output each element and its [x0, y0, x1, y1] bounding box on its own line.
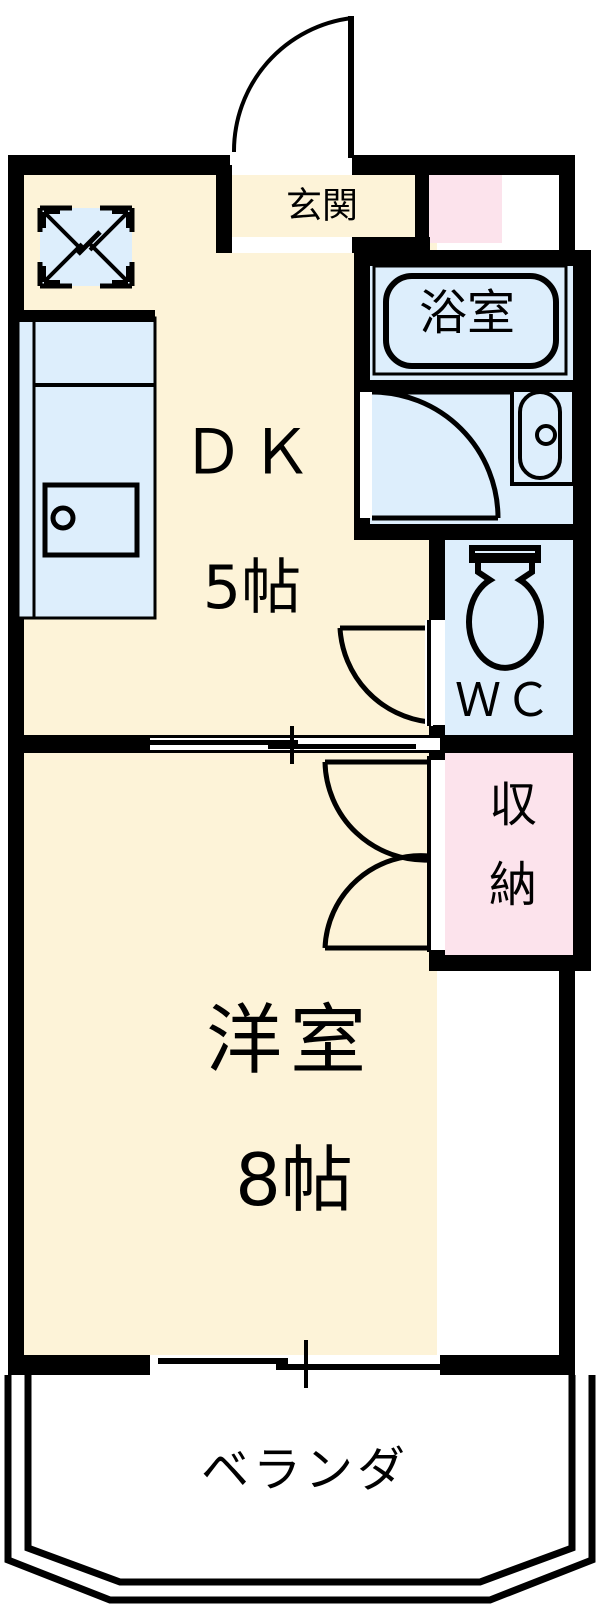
- wall-genkan-left: [216, 165, 232, 253]
- label-genkan: 玄関: [286, 186, 358, 227]
- veranda-outline: [4, 1375, 596, 1604]
- kitchen-counter: [16, 310, 157, 620]
- floor-entry-closet: [427, 168, 502, 243]
- kitchen-sink-drain: [50, 505, 76, 531]
- shoe-box: [37, 205, 135, 289]
- veranda-window-sash-b: [276, 1364, 454, 1370]
- shoe-box-arrowheads: [42, 210, 130, 284]
- veranda-window-sash-a: [158, 1358, 288, 1364]
- bath-tub: [383, 273, 559, 369]
- label-dk: ＤＫ: [182, 416, 318, 489]
- wall-top-left: [8, 155, 230, 175]
- washroom-door-arc: [371, 389, 501, 519]
- partition-window-sash-b: [268, 744, 416, 749]
- wall-top-right: [352, 155, 575, 175]
- bedroom-door-opening: [429, 760, 445, 950]
- label-bedroom: 洋室: [206, 996, 374, 1085]
- label-dk-size: 5帖: [203, 553, 301, 623]
- toilet: [466, 545, 544, 671]
- label-storage-1: 収: [489, 777, 537, 833]
- partition-window-sash-a: [150, 740, 298, 745]
- wash-basin: [510, 386, 576, 486]
- genkan-step-line: [232, 237, 352, 253]
- veranda-inner-edge: [24, 1375, 576, 1586]
- veranda-window[interactable]: [150, 1340, 454, 1388]
- shoe-box-cross: [42, 210, 130, 284]
- wall-right-bedroom: [559, 955, 575, 1367]
- floor-bedroom: [18, 752, 437, 1367]
- shoe-box-marker: [76, 230, 102, 256]
- partition-window[interactable]: [150, 726, 440, 764]
- wash-basin-cabinet: [510, 386, 576, 486]
- kitchen-counter-back: [18, 310, 155, 322]
- kitchen-sink-basin: [42, 482, 140, 558]
- shoe-box-frame: [37, 205, 135, 289]
- wall-closet-left: [415, 165, 429, 257]
- veranda-outer-edge: [4, 1375, 596, 1604]
- washroom-door[interactable]: [360, 389, 510, 521]
- wall-wet-top: [354, 250, 591, 266]
- toilet-bowl: [466, 553, 544, 671]
- wash-basin-faucet: [535, 424, 557, 446]
- label-wc: ＷＣ: [455, 673, 555, 727]
- entry-door-panel: [348, 16, 354, 158]
- floor-genkan: [230, 165, 430, 243]
- toilet-tank: [469, 545, 541, 563]
- entry-door-opening: [232, 155, 352, 175]
- label-veranda: ベランダ: [201, 1442, 409, 1498]
- wall-right-upper: [559, 155, 575, 263]
- wall-storage-bottom: [429, 955, 591, 971]
- wall-right-wet: [573, 250, 591, 540]
- dk-door[interactable]: [337, 620, 445, 726]
- kitchen-counter-body: [16, 316, 157, 620]
- label-bedroom-size: 8帖: [235, 1138, 353, 1222]
- floor-wc: [443, 540, 575, 735]
- room-labels: 玄関 ＤＫ 5帖 浴室 ＷＣ 収 納 洋室 8帖 ベランダ: [182, 186, 555, 1499]
- floor-storage: [443, 752, 575, 957]
- bedroom-door[interactable]: [322, 756, 445, 952]
- entry-door-swing-arc: [231, 16, 353, 153]
- bathroom-outline: [372, 264, 568, 376]
- label-bathroom: 浴室: [419, 285, 515, 341]
- label-storage-2: 納: [489, 857, 537, 913]
- wash-basin-bowl: [518, 390, 562, 480]
- dk-door-arc: [337, 627, 430, 725]
- wall-wc-bottom: [429, 735, 591, 753]
- bathroom-fixture: [372, 264, 568, 376]
- entry-door[interactable]: [231, 16, 354, 175]
- washroom-door-opening: [360, 392, 372, 518]
- wall-wet-bottom: [354, 524, 591, 540]
- bedroom-door-arc-2: [322, 853, 430, 949]
